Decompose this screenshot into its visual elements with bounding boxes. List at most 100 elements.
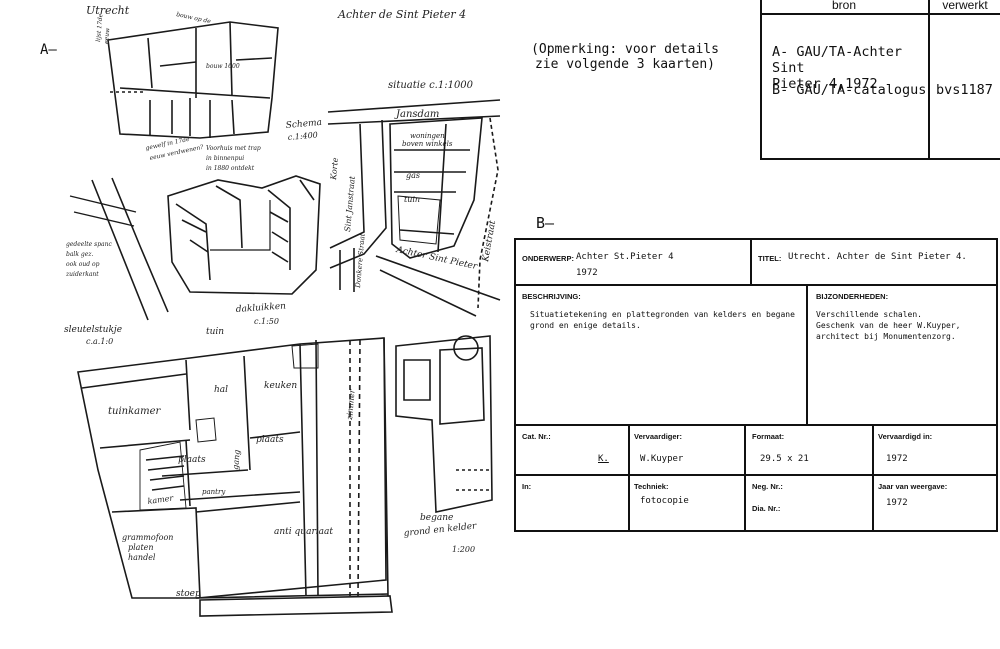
sketch-begane-1: begane bbox=[420, 513, 453, 523]
section-a-label: A— bbox=[40, 42, 57, 58]
sketch-street-title: Achter de Sint Pieter 4 bbox=[337, 8, 466, 21]
beschrijving-label: BESCHRIJVING: bbox=[522, 292, 581, 301]
source-b-processed: bvs1187 bbox=[936, 82, 993, 98]
beschrijving-line-1: Situatietekening en plattegronden van ke… bbox=[530, 310, 795, 319]
sketch-grammofoon-2: platen bbox=[128, 543, 154, 552]
formaat-label: Formaat: bbox=[752, 432, 785, 441]
sketch-sleutelstukje: sleutelstukje bbox=[64, 325, 122, 335]
sketch-sleutelstukje-scale: c.a.1:0 bbox=[86, 337, 113, 346]
sketch-note-8: in binnenpui bbox=[206, 155, 244, 162]
situation-map bbox=[327, 99, 501, 317]
weergave-label: Jaar van weergave: bbox=[878, 482, 948, 491]
vervaardigd-label: Vervaardigd in: bbox=[878, 432, 933, 441]
sketch-schema: Schema bbox=[285, 118, 322, 131]
sketch-begane-3: 1:200 bbox=[452, 545, 475, 554]
sketch-note-10: gedeelte spanc bbox=[66, 241, 112, 248]
source-b: B- GAU/TA-catalogus bbox=[772, 82, 927, 98]
techniek-label: Techniek: bbox=[634, 482, 669, 491]
sketch-note-11: balk gez. bbox=[66, 251, 93, 258]
schema-floorplan bbox=[107, 21, 279, 139]
sketch-jansdam: Jansdam bbox=[394, 109, 439, 120]
sketch-boven-winkels: boven winkels bbox=[402, 140, 453, 148]
sketch-note-2: lijst 17de bbox=[95, 13, 104, 42]
sketch-grammofoon-3: handel bbox=[128, 553, 156, 562]
bijzonderheden-line-2: Geschenk van de heer W.Kuyper, bbox=[816, 321, 961, 330]
card-vdivider-b bbox=[744, 424, 746, 530]
sketch-woningen: woningen bbox=[410, 132, 445, 140]
catalogue-card: ONDERWERP: Achter St.Pieter 4 1972 TITEL… bbox=[514, 238, 998, 532]
sketch-kamer: kamer bbox=[147, 493, 175, 506]
onderwerp-year: 1972 bbox=[576, 268, 598, 278]
catnr-value: K. bbox=[598, 454, 609, 464]
sketch-begane-2: grond en kelder bbox=[403, 521, 477, 539]
sketch-note-1: bouw op de bbox=[176, 11, 212, 25]
sketch-note-13: zuiderkant bbox=[65, 271, 99, 278]
sketch-grammofoon-1: grammofoon bbox=[122, 533, 173, 542]
source-a-line-1: A- GAU/TA-Achter Sint bbox=[772, 44, 903, 76]
remark-line-1: (Opmerking: voor details bbox=[531, 42, 719, 57]
onderwerp-value: Achter St.Pieter 4 bbox=[576, 252, 674, 262]
card-vdivider-c bbox=[872, 424, 874, 530]
titel-value: Utrecht. Achter de Sint Pieter 4. bbox=[788, 252, 967, 262]
remark-line-2: zie volgende 3 kaarten) bbox=[534, 57, 715, 72]
remark-note: (Opmerking: voor details zie volgende 3 … bbox=[520, 42, 730, 72]
sources-column-divider bbox=[928, 0, 930, 158]
weergave-value: 1972 bbox=[886, 498, 908, 508]
sketch-note-7: Voorhuis met trap bbox=[206, 145, 261, 152]
sketch-gang: gang bbox=[231, 449, 242, 470]
vervaardiger-label: Vervaardiger: bbox=[634, 432, 682, 441]
left-street-lines bbox=[69, 177, 169, 321]
titel-label: TITEL: bbox=[758, 254, 782, 263]
sketch-stoep: stoep bbox=[176, 589, 201, 599]
sources-table bbox=[760, 0, 1000, 160]
bijzonderheden-label: BIJZONDERHEDEN: bbox=[816, 292, 889, 301]
beschrijving-line-2: grond en enige details. bbox=[530, 321, 641, 330]
techniek-value: fotocopie bbox=[640, 496, 689, 506]
vervaardiger-value: W.Kuyper bbox=[640, 454, 684, 464]
source-a: A- GAU/TA-Achter Sint Pieter 4,1972 bbox=[772, 44, 928, 92]
sketch-pantry: pantry bbox=[202, 488, 226, 496]
ground-floor-plan bbox=[77, 337, 393, 617]
sketch-dakluiken: dakluikken bbox=[236, 302, 287, 315]
negnr-label: Neg. Nr.: bbox=[752, 482, 783, 491]
sources-header-source: bron bbox=[831, 0, 857, 12]
sketch-utrecht: Utrecht bbox=[86, 4, 130, 17]
architectural-sketch: Utrecht Achter de Sint Pieter 4 situatie… bbox=[64, 4, 501, 617]
card-divider-1 bbox=[516, 284, 996, 286]
in-label: In: bbox=[522, 482, 532, 491]
sketch-tuin: tuin bbox=[206, 327, 224, 337]
catnr-label: Cat. Nr.: bbox=[522, 432, 551, 441]
vervaardigd-value: 1972 bbox=[886, 454, 908, 464]
sketch-note-4: bouw 1600 bbox=[206, 63, 240, 70]
sketch-note-12: ook oud op bbox=[66, 261, 100, 268]
card-vdivider-desc bbox=[806, 284, 808, 424]
formaat-value: 29.5 x 21 bbox=[760, 454, 809, 464]
sketch-note-9: in 1880 ontdekt bbox=[206, 165, 255, 172]
sources-header-processed: verwerkt bbox=[942, 0, 988, 12]
sketch-korte: Korte bbox=[329, 157, 340, 181]
sketch-tuin-small: tuin bbox=[404, 195, 420, 204]
sketch-anti-quariaat: anti quariaat bbox=[274, 527, 333, 537]
card-divider-2 bbox=[516, 424, 996, 426]
card-vdivider-a bbox=[628, 424, 630, 530]
sources-table-header bbox=[760, 0, 1000, 15]
roof-drawing bbox=[167, 175, 321, 295]
sketch-plaats-1: plaats bbox=[256, 435, 284, 445]
bijzonderheden-line-1: Verschillende schalen. bbox=[816, 310, 922, 319]
sketch-keistraat: Keistraat bbox=[481, 219, 498, 263]
bijzonderheden-line-3: architect bij Monumentenzorg. bbox=[816, 332, 956, 341]
sketch-donkere-straat: Donkere Straat bbox=[354, 233, 367, 289]
dianr-label: Dia. Nr.: bbox=[752, 504, 781, 513]
source-a-line-2: Pieter 4,1972 bbox=[772, 76, 878, 92]
card-divider-3 bbox=[516, 474, 996, 476]
sketch-keuken: keuken bbox=[264, 381, 297, 391]
sketch-gas: gas bbox=[406, 171, 420, 180]
sketch-hal: hal bbox=[214, 385, 228, 395]
sketch-note-3: eeuw bbox=[103, 27, 111, 45]
sketch-situatie: situatie c.1:1000 bbox=[388, 80, 474, 91]
section-b-label: B— bbox=[536, 214, 555, 232]
sketch-sint-janstraat: Sint Janstraat bbox=[343, 175, 357, 232]
sketch-schema-scale: c.1:400 bbox=[287, 130, 318, 142]
cellar-plan bbox=[395, 335, 493, 513]
sketch-zimmer: zimmer bbox=[345, 388, 357, 421]
